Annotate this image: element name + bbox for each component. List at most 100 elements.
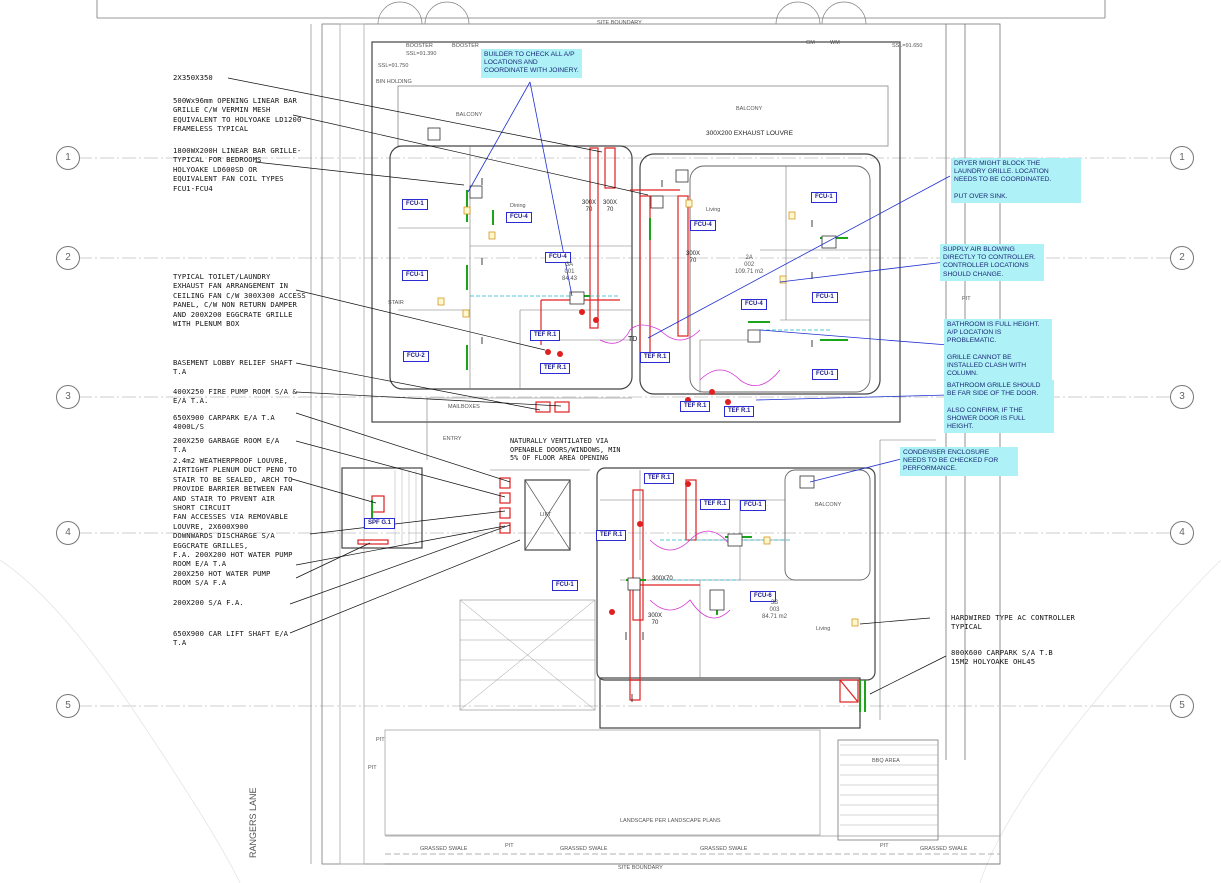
label-booster-1: BOOSTER <box>406 43 433 49</box>
grid-label-right-5: 5 <box>1170 694 1194 718</box>
grid-label-right-4: 4 <box>1170 521 1194 545</box>
tag-fcu-1-g: FCU-1 <box>552 580 578 591</box>
note-weatherproof-louvre: 2.4m2 WEATHERPROOF LOUVRE, AIRTIGHT PLEN… <box>173 456 297 550</box>
label-lift: LIFT <box>540 512 552 518</box>
grid-label-left-2: 2 <box>56 246 80 270</box>
exhaust-fans <box>545 309 731 615</box>
label-booster-2: BOOSTER <box>452 43 479 49</box>
label-balcony-1: BALCONY <box>456 112 483 118</box>
note-ac-controller: HARDWIRED TYPE AC CONTROLLER TYPICAL <box>951 613 1075 632</box>
label-site-boundary-bottom: SITE BOUNDARY <box>618 865 663 871</box>
label-grassed-swale-1: GRASSED SWALE <box>420 846 468 852</box>
tag-spf-g1: SPF G.1 <box>364 518 396 529</box>
label-entry: ENTRY <box>443 436 462 442</box>
building-walls <box>341 41 939 841</box>
note-carpark-ea: 650X900 CARPARK E/A T.A 4000L/S <box>173 413 275 432</box>
controllers <box>437 199 859 627</box>
label-stair: STAIR <box>388 300 404 306</box>
label-dining: Dining <box>510 203 526 209</box>
trees <box>377 1 867 25</box>
note-naturally-ventilated: NATURALLY VENTILATED VIA OPENABLE DOORS/… <box>510 437 621 463</box>
label-pit-1: PIT <box>962 296 971 302</box>
label-exhaust-louvre: 300X200 EXHAUST LOUVRE <box>706 130 793 137</box>
label-living-2: Living <box>816 626 831 632</box>
label-bbq-area: BBQ AREA <box>872 758 900 764</box>
label-td: TD <box>628 336 638 343</box>
review-note-bathroom-height: BATHROOM IS FULL HEIGHT. A/P LOCATION IS… <box>944 319 1052 381</box>
tag-fcu-1-a: FCU-1 <box>402 199 428 210</box>
tag-fcu-1-c: FCU-1 <box>811 192 837 203</box>
unit-3a: 3A 001 84.43 <box>562 262 578 282</box>
tag-fcu-6: FCU-6 <box>750 591 776 602</box>
label-balcony-3: BALCONY <box>815 502 842 508</box>
label-rangers-lane: RANGERS LANE <box>248 787 258 858</box>
label-pit-3: PIT <box>368 765 377 771</box>
note-fire-pump-room: 400X250 FIRE PUMP ROOM S/A & E/A T.A. <box>173 387 297 406</box>
note-200x200-sa: 200X200 S/A F.A. <box>173 598 244 607</box>
tag-tef-4: TEF R.1 <box>680 401 711 412</box>
note-2x350x350: 2X350X350 <box>173 73 213 82</box>
label-grassed-swale-2: GRASSED SWALE <box>560 846 608 852</box>
label-pit-2: PIT <box>376 737 385 743</box>
label-living-1: Living <box>706 207 721 213</box>
note-bedroom-grille: 1800WX200H LINEAR BAR GRILLE- TYPICAL FO… <box>173 146 302 193</box>
note-car-lift-shaft: 650X900 CAR LIFT SHAFT E/A T.A <box>173 629 289 648</box>
label-mailboxes: MAILBOXES <box>448 404 480 410</box>
note-lobby-relief-shaft: BASEMENT LOBBY RELIEF SHAFT T.A <box>173 358 293 377</box>
tag-fcu-4-c: FCU-4 <box>690 220 716 231</box>
grid-label-left-1: 1 <box>56 146 80 170</box>
grid-label-left-5: 5 <box>56 694 80 718</box>
tag-fcu-1-f: FCU-1 <box>740 500 766 511</box>
tag-fcu-4-a: FCU-4 <box>506 212 532 223</box>
review-note-grille-side: BATHROOM GRILLE SHOULD BE FAR SIDE OF TH… <box>944 380 1054 434</box>
label-site-boundary-top: SITE BOUNDARY <box>597 20 642 26</box>
tag-fcu-4-b: FCU-4 <box>545 252 571 263</box>
grid-label-right-3: 3 <box>1170 385 1194 409</box>
duct-size-3: 300X 70 <box>686 251 701 264</box>
review-leaders <box>467 81 951 483</box>
label-ssl-1: SSL=91.750 <box>378 63 409 69</box>
tag-fcu-2: FCU-2 <box>403 351 429 362</box>
tag-tef-7: TEF R.1 <box>700 499 731 510</box>
unit-3b: 3B 003 84.71 m2 <box>762 600 788 620</box>
label-pit-4: PIT <box>505 843 514 849</box>
label-bin-holding: BIN HOLDING <box>376 79 412 85</box>
tag-tef-3: TEF R.1 <box>640 352 671 363</box>
label-gm: GM <box>806 40 815 46</box>
note-toilet-exhaust: TYPICAL TOILET/LAUNDRY EXHAUST FAN ARRAN… <box>173 272 306 329</box>
duct-size-5: 300X 70 <box>648 613 663 626</box>
review-note-condenser: CONDENSER ENCLOSURE NEEDS TO BE CHECKED … <box>900 447 1018 476</box>
tag-tef-8: TEF R.1 <box>596 530 627 541</box>
label-pit-5: PIT <box>880 843 889 849</box>
tag-tef-6: TEF R.1 <box>644 473 675 484</box>
label-grassed-swale-4: GRASSED SWALE <box>920 846 968 852</box>
note-leaders <box>227 77 947 695</box>
unit-2a: 2A 002 109.71 m2 <box>735 255 764 275</box>
note-hw-pump-ea: F.A. 200X200 HOT WATER PUMP ROOM E/A T.A <box>173 550 293 569</box>
partitions <box>398 146 936 720</box>
note-hw-pump-sa: 200X250 HOT WATER PUMP ROOM S/A F.A <box>173 569 271 588</box>
label-grassed-swale-3: GRASSED SWALE <box>700 846 748 852</box>
review-note-dryer: DRYER MIGHT BLOCK THE LAUNDRY GRILLE. LO… <box>951 158 1081 204</box>
tag-tef-1: TEF R.1 <box>530 330 561 341</box>
note-garbage-room: 200X250 GARBAGE ROOM E/A T.A <box>173 436 280 455</box>
note-carpark-sa: 800X600 CARPARK S/A T.B 15M2 HOLYOAKE OH… <box>951 648 1053 667</box>
tag-tef-5: TEF R.1 <box>724 406 755 417</box>
tag-fcu-1-e: FCU-1 <box>812 369 838 380</box>
tag-fcu-4-d: FCU-4 <box>741 299 767 310</box>
grid-label-left-4: 4 <box>56 521 80 545</box>
grid-label-right-1: 1 <box>1170 146 1194 170</box>
note-linear-bar-grille: 500Wx96mm OPENING LINEAR BAR GRILLE C/W … <box>173 96 302 134</box>
duct-size-1: 300X 70 <box>582 200 597 213</box>
grid-label-right-2: 2 <box>1170 246 1194 270</box>
review-note-supply-air: SUPPLY AIR BLOWING DIRECTLY TO CONTROLLE… <box>940 244 1044 281</box>
tag-tef-2: TEF R.1 <box>540 363 571 374</box>
label-ssl-3: SSL=91.650 <box>892 43 923 49</box>
duct-size-4: 300X70 <box>652 576 673 582</box>
grid-label-left-3: 3 <box>56 385 80 409</box>
duct-size-2: 300X 70 <box>603 200 618 213</box>
review-note-builder: BUILDER TO CHECK ALL A/P LOCATIONS AND C… <box>481 49 582 78</box>
label-wm: WM <box>830 40 840 46</box>
site-boundary-lines <box>96 0 1106 865</box>
